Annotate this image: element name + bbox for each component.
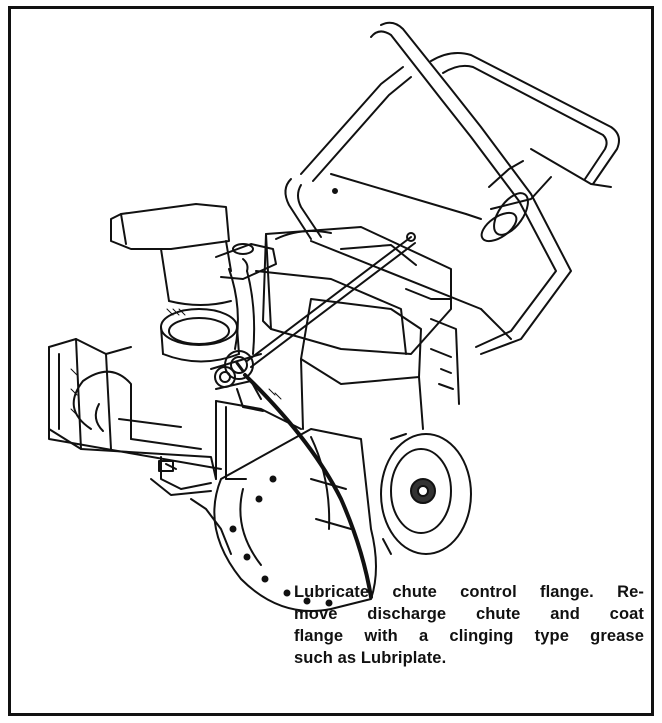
caption-line-2: move discharge chute and coat <box>294 605 644 623</box>
caption-line-1: Lubricate chute control flange. Re- <box>294 583 644 601</box>
callout-leader-line <box>235 361 373 599</box>
caption-line-4: such as Lubriplate. <box>294 649 447 667</box>
shading-marks <box>70 308 282 416</box>
chute-control-rod <box>246 232 416 368</box>
discharge-chute <box>110 203 277 363</box>
engine-housing <box>255 226 460 430</box>
figure-caption: Lubricate chute control flange. Re- move… <box>294 581 644 669</box>
figure-frame: Lubricate chute control flange. Re- move… <box>8 6 654 716</box>
handle-assembly <box>284 21 620 355</box>
snow-thrower-illustration <box>48 21 620 612</box>
auger-housing <box>48 338 302 555</box>
wheel <box>380 433 472 555</box>
auger-drum <box>213 428 377 612</box>
caption-line-3: flange with a clinging type grease <box>294 627 644 645</box>
